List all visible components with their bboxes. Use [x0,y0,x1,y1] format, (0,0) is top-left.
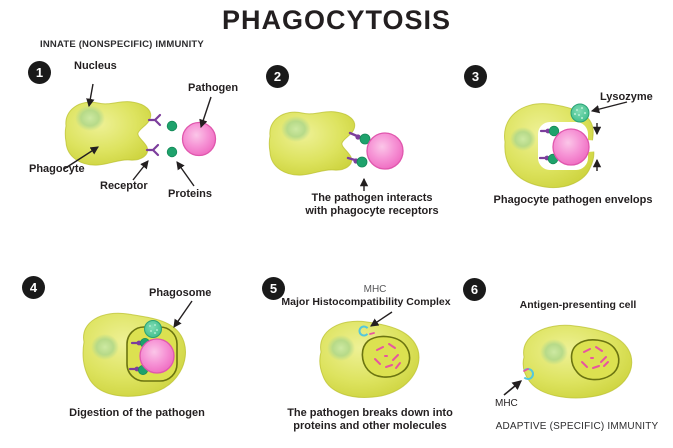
nucleus [540,339,568,365]
mhc-short-label: MHC [363,284,387,295]
mhc-label: MHC [495,398,518,409]
phagocyte-cell [268,111,356,176]
step-badge-5: 5 [262,277,285,300]
panel2-caption-line1: The pathogen interacts [311,192,433,204]
pathogen [366,132,404,170]
panel3-drawing [504,101,628,189]
lysozyme-icon [570,103,590,123]
panel2-caption-line2: with phagocyte receptors [305,205,439,217]
pathogen [139,338,175,374]
proteins-icon [356,133,371,168]
panel4-drawing [82,300,193,397]
lysozyme-icon [144,320,162,338]
panel1-arrows [63,83,212,187]
panel2-drawing [268,111,404,191]
page-title: PHAGOCYTOSIS [221,5,452,35]
step-badge-1: 1 [28,61,51,84]
panel6-drawing [503,324,633,399]
phagosome-arrow [173,300,193,328]
lysozyme-label: Lysozyme [600,91,653,103]
step-badge-2: 2 [266,65,289,88]
pathogen-fragments [581,346,609,369]
step-badge-4: 4 [22,276,45,299]
mhc-full-label: Major Histocompatibility Complex [281,296,451,308]
nucleus [510,127,536,151]
mhc-icon [358,325,370,337]
mhc-antigen-fragment [523,368,529,372]
panel1-drawing [63,83,217,187]
phagocyte-label: Phagocyte [29,163,85,175]
nucleus [91,334,119,360]
adaptive-immunity-label: ADAPTIVE (SPECIFIC) IMMUNITY [495,421,659,432]
mhc-arrow [503,380,522,396]
step-badge-3: 3 [464,65,487,88]
pathogen [181,121,217,157]
step-badge-6: 6 [463,278,486,301]
antigen-presenting-cell-label: Antigen-presenting cell [519,299,637,311]
panel5-caption-line1: The pathogen breaks down into [287,407,453,419]
pathogen-label: Pathogen [188,82,239,94]
panel4-caption: Digestion of the pathogen [69,407,205,419]
pathogen-fragments [374,343,401,369]
receptor-icon [145,113,162,157]
mhc-antigen-fragment [369,332,375,335]
pathogen [552,128,590,166]
receptor-label: Receptor [100,180,148,192]
nucleus [75,105,105,131]
nucleus [327,335,355,361]
panel3-arrows [590,101,628,171]
nucleus-label: Nucleus [74,60,117,72]
nucleus [281,116,311,142]
panel5-caption-line2: proteins and other molecules [293,420,447,432]
panel5-drawing [319,311,420,398]
panel3-caption: Phagocyte pathogen envelops [493,194,653,206]
phagosome-label: Phagosome [149,287,212,299]
phagosome-membrane [570,339,620,381]
proteins-label: Proteins [168,188,213,200]
innate-immunity-label: INNATE (NONSPECIFIC) IMMUNITY [40,39,204,50]
mhc-arrow [370,311,393,327]
proteins-icon [166,120,178,158]
